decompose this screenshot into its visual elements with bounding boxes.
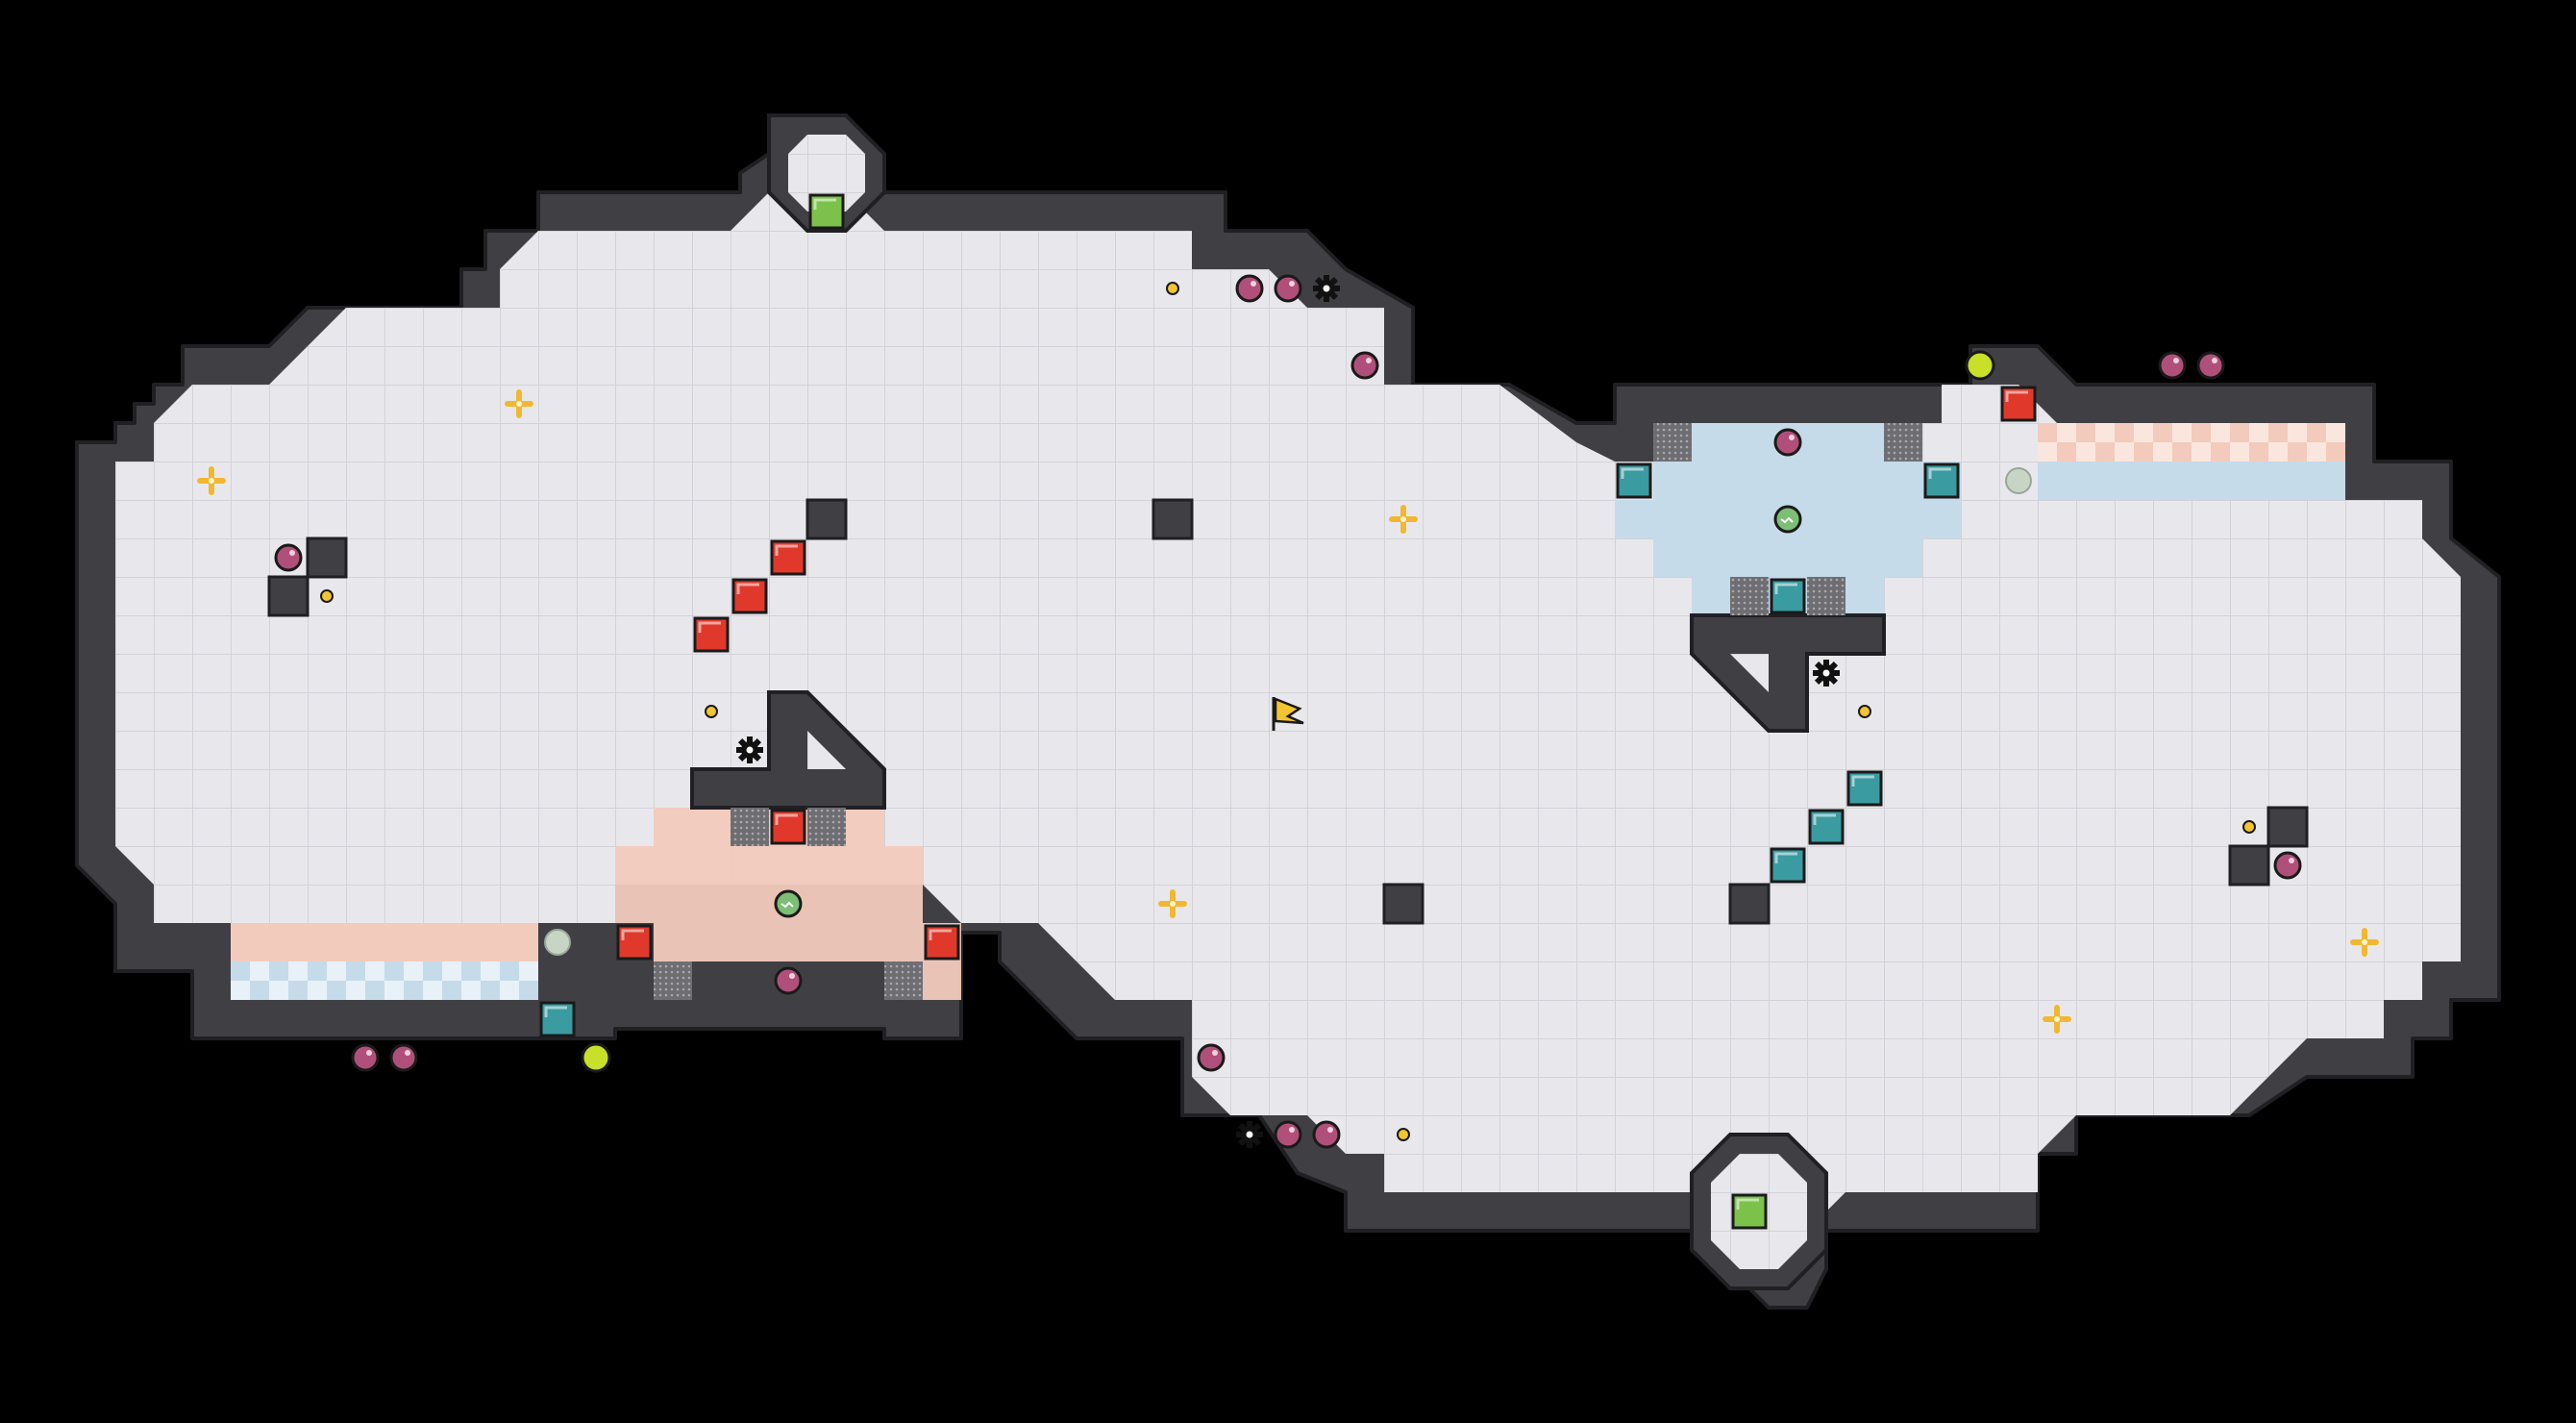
plus-center (2362, 939, 2367, 945)
teal-block[interactable] (1923, 462, 1960, 499)
plum-orb[interactable] (1350, 351, 1379, 380)
plus-center (209, 478, 214, 484)
plum-orb[interactable] (1773, 428, 1802, 457)
grate-tiles (654, 423, 1922, 1000)
gear-icon (1236, 1121, 1263, 1148)
orb-highlight (2212, 358, 2217, 363)
plum-orb[interactable] (274, 543, 303, 572)
red-block[interactable] (616, 924, 653, 961)
yellow-dot[interactable] (1397, 1128, 1410, 1141)
plum-orb[interactable] (1274, 1120, 1302, 1149)
gear-icon (1813, 660, 1840, 687)
red-block[interactable] (2000, 386, 2037, 422)
yellow-dot[interactable] (705, 705, 718, 718)
plus-center (516, 401, 522, 407)
yellow-dot[interactable] (1858, 705, 1871, 718)
green-goal[interactable] (1731, 1193, 1768, 1230)
flag-icon[interactable] (1272, 697, 1304, 731)
orb-highlight (366, 1050, 372, 1056)
plum-orb[interactable] (1312, 1120, 1341, 1149)
red-block[interactable] (731, 578, 768, 614)
orb-highlight (789, 973, 795, 979)
red-block[interactable] (770, 809, 806, 845)
gear-icon (736, 736, 763, 763)
orb-highlight (1327, 1127, 1333, 1133)
switch-mark (1780, 516, 1794, 524)
red-block[interactable] (693, 616, 730, 653)
plus-center (1400, 516, 1406, 522)
plum-orb[interactable] (389, 1043, 418, 1072)
plus-center (2054, 1016, 2060, 1022)
inactive-switch (544, 929, 571, 956)
orb-highlight (1789, 435, 1795, 440)
plum-orb[interactable] (774, 966, 803, 995)
lime-button[interactable] (581, 1042, 611, 1073)
inactive-switch (2005, 467, 2032, 494)
floor (115, 192, 2461, 1269)
plum-orb[interactable] (2158, 351, 2187, 380)
green-goal[interactable] (808, 193, 845, 230)
interior-walls (267, 498, 2309, 925)
orb-highlight (1251, 281, 1256, 287)
red-block[interactable] (770, 539, 806, 576)
lime-button[interactable] (1965, 350, 1995, 381)
plum-orb[interactable] (1197, 1043, 1226, 1072)
orb-highlight (1289, 1127, 1295, 1133)
plum-orb[interactable] (2273, 851, 2302, 880)
teal-block[interactable] (539, 1001, 576, 1037)
pieces-layer (197, 193, 2379, 1230)
orb-highlight (1366, 358, 1372, 363)
teal-block[interactable] (1770, 847, 1806, 884)
plum-orb[interactable] (1274, 274, 1302, 303)
yellow-dot[interactable] (320, 589, 334, 603)
teal-block[interactable] (1770, 578, 1806, 614)
cool-zone-right (1615, 423, 2345, 615)
switch-mark (780, 901, 794, 909)
teal-block[interactable] (1846, 770, 1883, 807)
plum-orb[interactable] (351, 1043, 380, 1072)
red-block[interactable] (924, 924, 960, 961)
plum-orb[interactable] (2196, 351, 2225, 380)
orb-highlight (2289, 858, 2294, 863)
gear-icon (1313, 275, 1340, 302)
orb-highlight (2173, 358, 2179, 363)
teal-block[interactable] (1616, 462, 1652, 499)
teal-block[interactable] (1808, 809, 1845, 845)
orb-highlight (289, 550, 295, 556)
orb-highlight (1289, 281, 1295, 287)
yellow-dot[interactable] (1166, 282, 1179, 295)
plus-center (1170, 901, 1176, 907)
yellow-dot[interactable] (2242, 820, 2256, 834)
plum-orb[interactable] (1235, 274, 1264, 303)
top-goal-chamber (767, 113, 886, 233)
orb-highlight (1212, 1050, 1218, 1056)
orb-highlight (405, 1050, 410, 1056)
